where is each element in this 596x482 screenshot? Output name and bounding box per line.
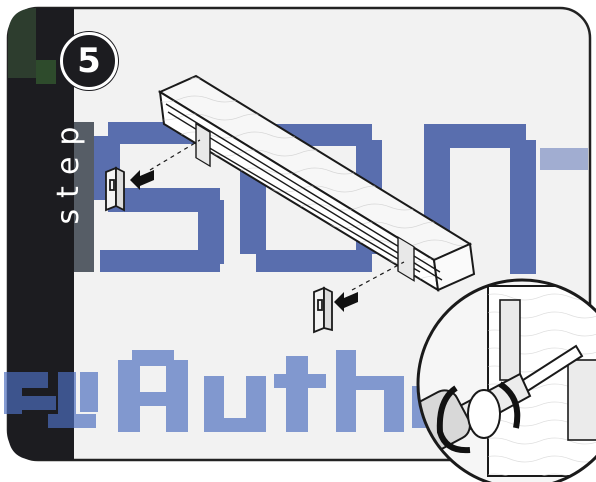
step-label: step — [49, 105, 89, 235]
mounting-bracket-icon — [106, 168, 124, 210]
mounting-bracket-icon — [314, 288, 332, 332]
step-number-badge: 5 — [60, 32, 118, 90]
